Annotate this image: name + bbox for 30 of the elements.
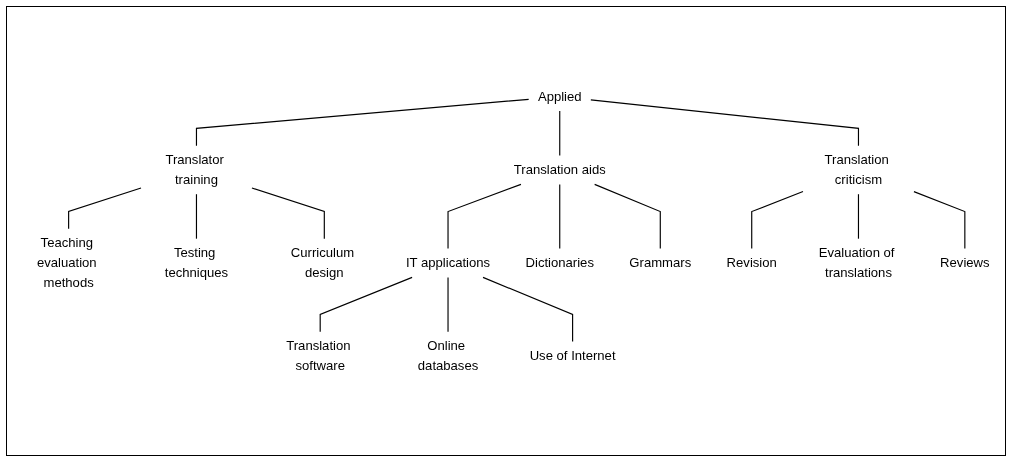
node-text: Testing techniques (164, 245, 229, 280)
connector (68, 187, 142, 230)
connector (447, 183, 522, 249)
connector (319, 276, 413, 333)
connector (857, 193, 860, 240)
connector (251, 187, 325, 240)
node-text: Translation software (286, 338, 351, 373)
node-text: Revision (726, 255, 777, 270)
node-text: IT applications (405, 255, 491, 270)
node-text: Reviews (940, 255, 990, 270)
connector (913, 190, 966, 249)
node-text: Translation criticism (824, 152, 889, 187)
connector (594, 183, 661, 249)
node-text: Translator training (165, 152, 224, 187)
node-text: Evaluation of translations (818, 245, 895, 280)
node-text: Dictionaries (525, 255, 594, 270)
connector (751, 190, 804, 249)
connector (195, 193, 198, 240)
node-text: Curriculum design (290, 245, 355, 280)
connector (482, 276, 574, 342)
connector (559, 110, 561, 156)
node-text: Grammars (629, 255, 692, 270)
node-text: Use of Internet (529, 348, 616, 363)
connector (590, 99, 860, 147)
node-text: Teaching evaluation methods (36, 235, 97, 290)
node-text: Applied (537, 88, 582, 104)
node-text: Online databases (417, 338, 479, 373)
connector (195, 98, 530, 147)
node-text: Translation aids (513, 162, 606, 177)
connector (559, 183, 561, 249)
